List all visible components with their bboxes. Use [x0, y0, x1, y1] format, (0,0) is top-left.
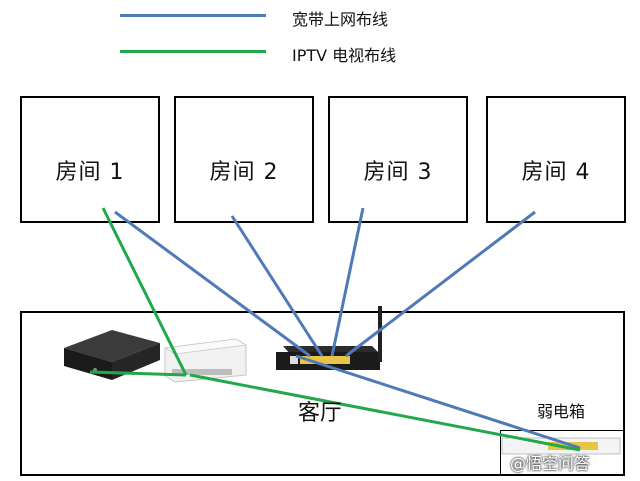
legend-swatch-green [120, 50, 266, 53]
iptv-lines [89, 207, 581, 452]
living-room [20, 311, 625, 476]
room-4-label: 房间 4 [521, 160, 591, 185]
room-3: 房间 3 [328, 96, 468, 223]
room-2-label: 房间 2 [209, 160, 279, 185]
legend-swatch-blue [120, 14, 266, 17]
room-2: 房间 2 [174, 96, 314, 223]
blue-line-room3 [330, 207, 365, 357]
blue-line-room1 [114, 210, 311, 358]
legend-label-broadband: 宽带上网布线 [292, 10, 389, 29]
room-3-label: 房间 3 [363, 160, 433, 185]
broadband-lines [114, 207, 581, 450]
room-1: 房间 1 [20, 96, 160, 223]
blue-line-room2 [230, 215, 324, 357]
distribution-box-area [500, 430, 625, 476]
blue-line-router-to-box [295, 354, 581, 450]
blue-line-room4 [345, 210, 536, 358]
green-line-room1 [101, 207, 188, 376]
watermark: @悟空问答 [510, 454, 591, 473]
room-1-label: 房间 1 [55, 160, 125, 185]
network-switch [163, 338, 248, 383]
green-line-switch-to-box [189, 373, 581, 452]
distribution-box-label: 弱电箱 [537, 402, 586, 421]
wireless-router [276, 306, 382, 370]
legend-label-iptv: IPTV 电视布线 [292, 46, 397, 65]
green-line-stb [89, 370, 187, 377]
room-4: 房间 4 [486, 96, 626, 223]
living-room-label: 客厅 [298, 401, 343, 426]
